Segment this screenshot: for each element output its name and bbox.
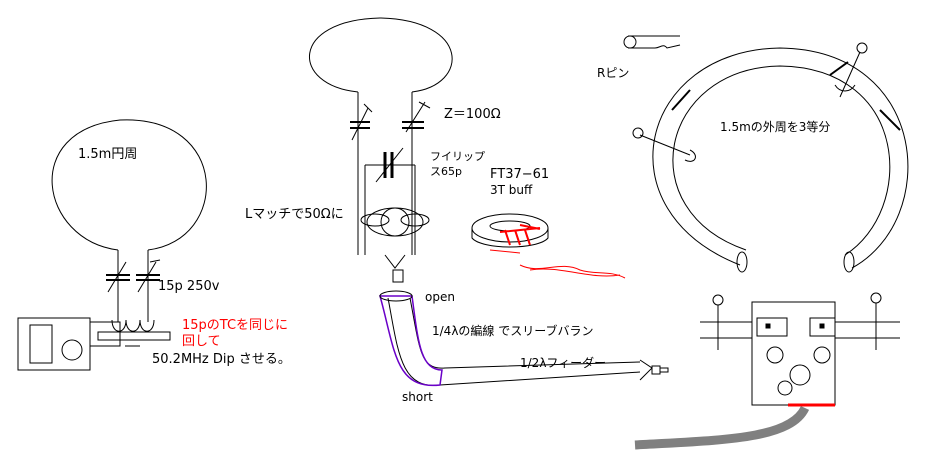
feeder-connector — [639, 359, 669, 381]
coax-feeder — [379, 290, 669, 387]
dip-label: 50.2MHz Dip させる。 — [152, 352, 291, 367]
l-match-label: Lマッチで50Ωに — [245, 207, 344, 222]
open-label: open — [425, 290, 455, 304]
left-cap-label: 15p 250v — [158, 279, 220, 294]
sleeve-balun-label: 1/4λの編線 でスリーブバラン — [432, 324, 594, 338]
r-pin-label: Rピン — [597, 66, 630, 80]
impedance-label: Z＝100Ω — [444, 107, 501, 122]
right-loop-label: 1.5mの外周を3等分 — [720, 120, 831, 134]
middle-loop-antenna — [308, 17, 453, 283]
red-note-line-2: 回して — [182, 334, 221, 349]
power-cable — [634, 405, 810, 450]
philips-label-2: ス65p — [430, 165, 462, 178]
philips-label-1: フイリップ — [430, 150, 485, 163]
left-loop-antenna — [51, 119, 207, 332]
left-loop-label: 1.5m円周 — [78, 147, 138, 162]
feeder-label: 1/2λフィーダー — [520, 356, 607, 370]
ferrite-label-2: 3T buff — [490, 183, 533, 197]
r-pin-sketch — [623, 35, 681, 49]
red-note-line-1: 15pのTCを同じに — [182, 318, 289, 333]
short-label: short — [402, 390, 433, 404]
grid-dip-meter — [634, 292, 900, 450]
ferrite-label-1: FT37−61 — [490, 167, 550, 182]
ferrite-core — [471, 213, 626, 279]
dip-meter — [17, 317, 171, 371]
right-loop-antenna — [632, 42, 909, 273]
l-match-toroid — [360, 207, 430, 237]
